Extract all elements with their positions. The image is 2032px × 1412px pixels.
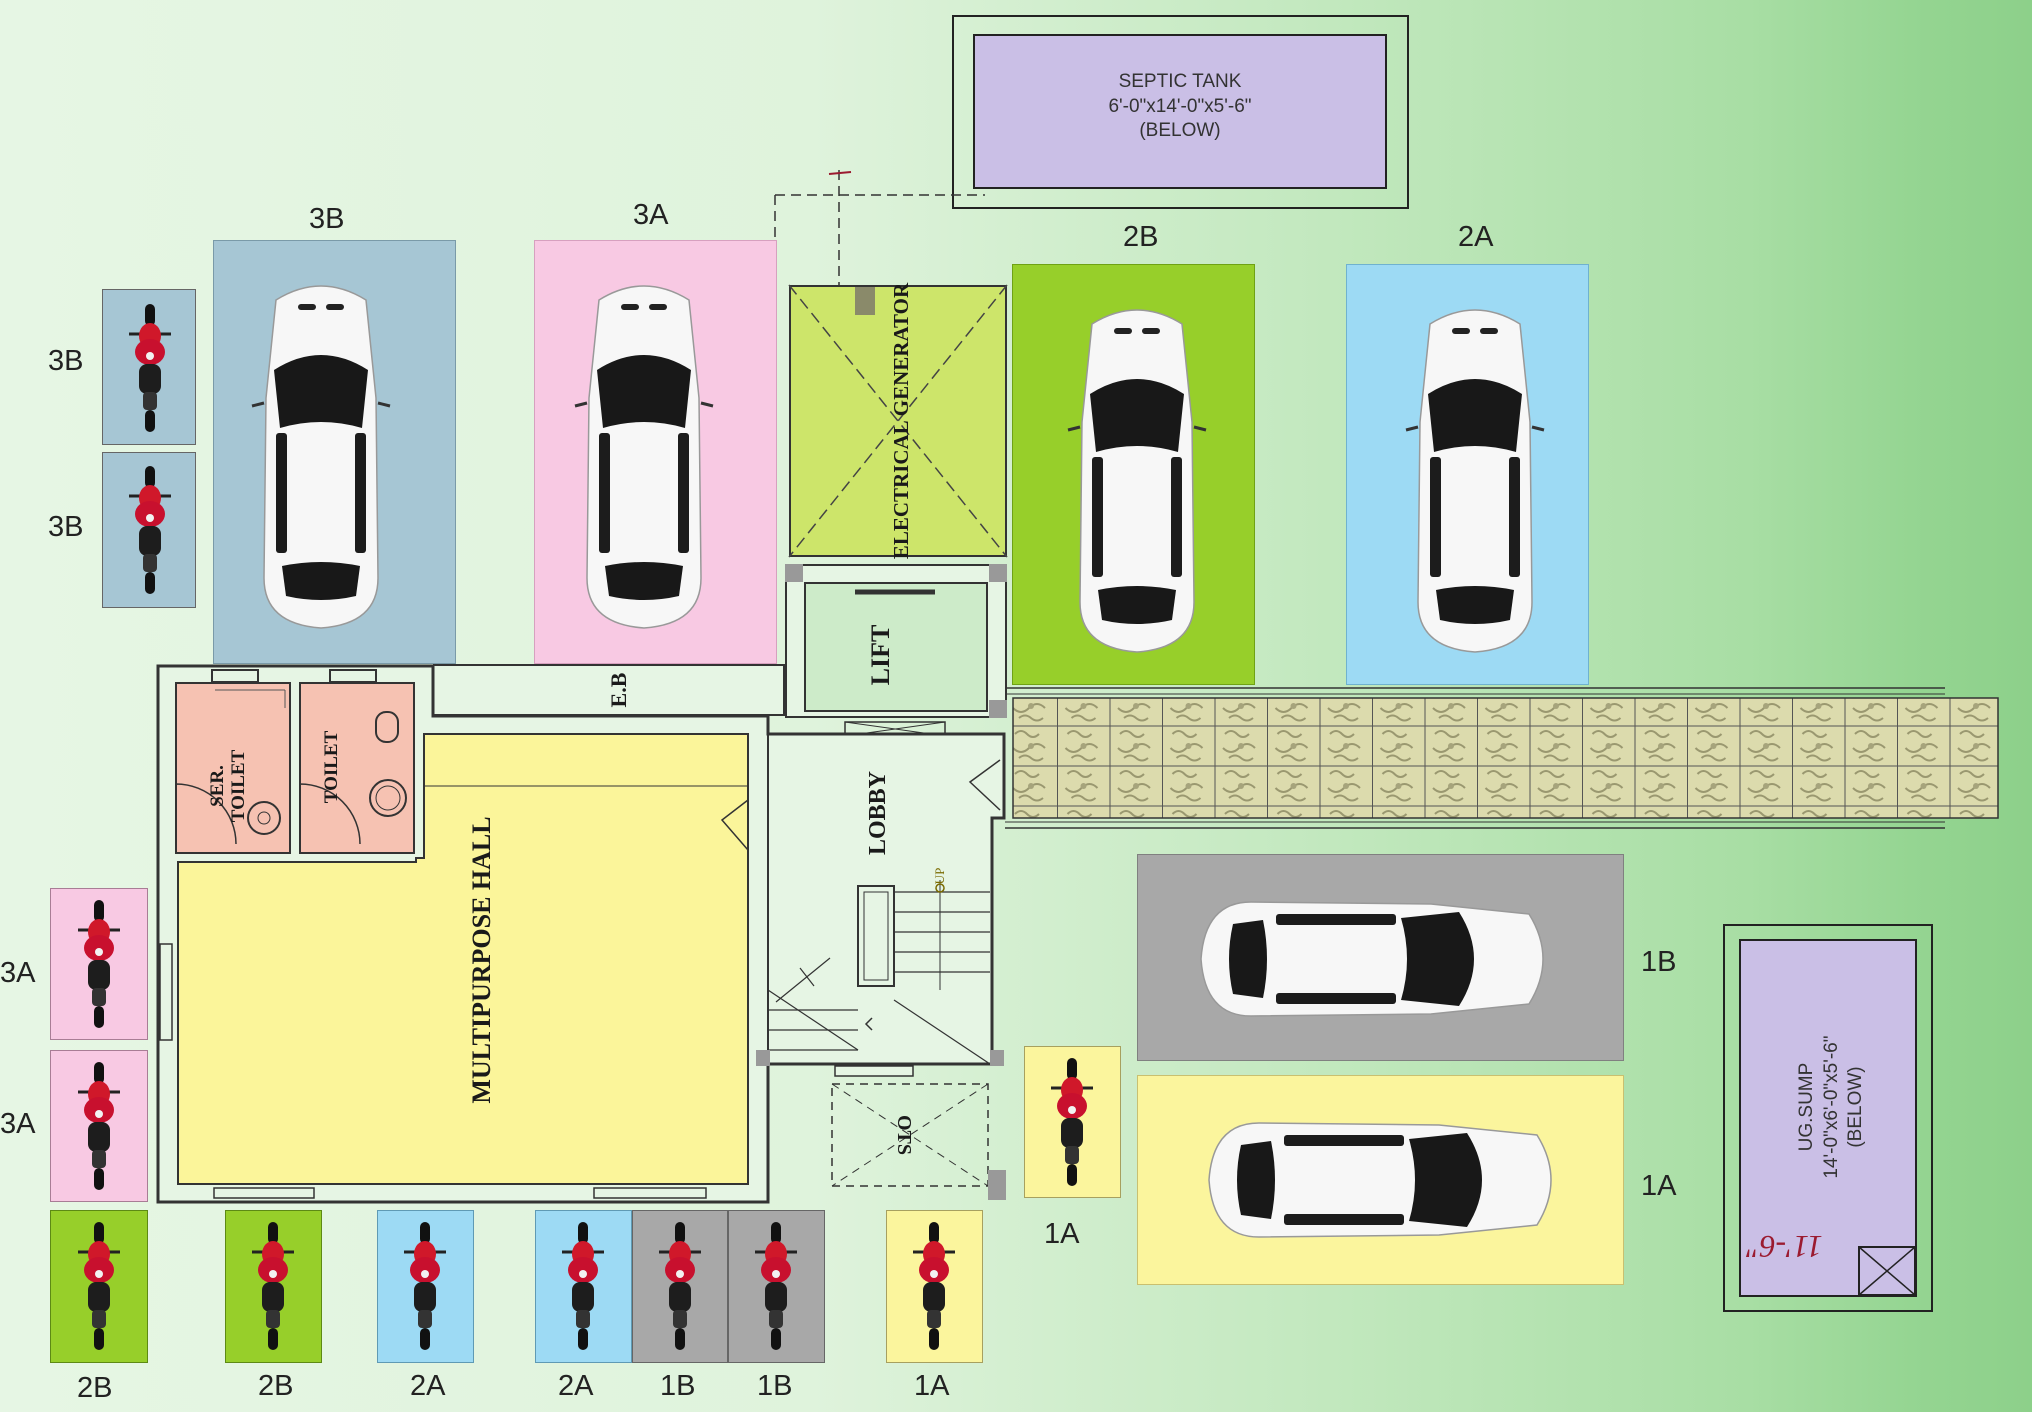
- septic-tank: SEPTIC TANK 6'-0"x14'-0"x5'-6" (BELOW): [973, 34, 1387, 189]
- ots-shaft: [831, 1083, 989, 1187]
- bike-slot-label: 2B: [77, 1372, 113, 1404]
- septic-tank-note: SEPTIC TANK 6'-0"x14'-0"x5'-6" (BELOW): [975, 70, 1385, 144]
- bike-slot-label: 2A: [410, 1370, 446, 1402]
- car-slot-label: 2A: [1458, 221, 1494, 253]
- lift-wall-hatch: [989, 700, 1007, 718]
- ug-sump-title: UG.SUMP: [1795, 1062, 1817, 1152]
- ug-sump-dimension: 14'-0"x6'-0"x5'-6": [1820, 1035, 1842, 1179]
- car-slot-label: 1B: [1641, 946, 1677, 978]
- toilet-fixtures: [175, 669, 407, 845]
- ug-sump-below: (BELOW): [1845, 1066, 1867, 1148]
- car-icon: [251, 285, 391, 629]
- motorcycle-icon: [659, 1222, 701, 1350]
- motorcycle-icon: [913, 1222, 955, 1350]
- motorcycle-icon: [78, 1062, 120, 1190]
- dimension-mark: 11'-6": [1746, 1229, 1823, 1265]
- septic-tank-title: SEPTIC TANK: [1118, 71, 1242, 92]
- lobby-label: LOBBY: [865, 770, 891, 856]
- bike-slot-label: 2B: [258, 1370, 294, 1402]
- bike-slot-label: 1A: [914, 1370, 950, 1402]
- driveway-paving: [1005, 687, 1999, 829]
- septic-tank-below: (BELOW): [1139, 120, 1221, 142]
- car-slot-label: 3A: [633, 199, 669, 231]
- motorcycle-icon: [562, 1222, 604, 1350]
- motorcycle-icon: [129, 304, 171, 432]
- motorcycle-icon: [78, 900, 120, 1028]
- motorcycle-icon: [78, 1222, 120, 1350]
- lift-wall-hatch: [989, 564, 1007, 582]
- car-icon: [1067, 309, 1207, 653]
- bike-slot-label: 1A: [1044, 1218, 1080, 1250]
- septic-tank-dimension: 6'-0"x14'-0"x5'-6": [1108, 95, 1252, 117]
- lift-car: [804, 582, 988, 712]
- bike-slot-label: 2A: [558, 1370, 594, 1402]
- ots-hatch: [988, 1170, 1006, 1200]
- motorcycle-icon: [404, 1222, 446, 1350]
- ug-sump-note: UG.SUMP 14'-0"x6'-0"x5'-6" (BELOW): [1795, 1007, 1869, 1207]
- car-icon: [574, 285, 714, 629]
- car-slot-label: 1A: [1641, 1170, 1677, 1202]
- septic-tank-outline: [952, 15, 1409, 209]
- motorcycle-icon: [1051, 1058, 1093, 1186]
- bike-slot-label: 3B: [48, 345, 84, 377]
- corner-text-fragment: ᴴᴸᴸ: [0, 0, 29, 13]
- bike-slot-label: 3A: [0, 957, 36, 989]
- bike-slot-label: 1B: [660, 1370, 696, 1402]
- ug-sump-outline: [1723, 924, 1933, 1312]
- ots-label: OTS: [893, 1114, 915, 1156]
- stairs-up-label: UP: [932, 867, 947, 885]
- car-slot-label: 2B: [1123, 221, 1159, 253]
- car-slot-label: 3B: [309, 203, 345, 235]
- lift-wall-hatch: [785, 564, 803, 582]
- motorcycle-icon: [755, 1222, 797, 1350]
- ug-sump-manhole-icon: [1858, 1246, 1916, 1296]
- bike-slot-label: 3A: [0, 1108, 36, 1140]
- car-icon: [1208, 1122, 1552, 1238]
- motorcycle-icon: [252, 1222, 294, 1350]
- ug-sump: [1739, 939, 1917, 1297]
- car-icon: [1405, 309, 1545, 653]
- bike-slot-label: 3B: [48, 511, 84, 543]
- eb-room: [433, 664, 785, 716]
- bike-slot-label: 1B: [757, 1370, 793, 1402]
- generator-cross-lines: [788, 284, 1008, 558]
- motorcycle-icon: [129, 466, 171, 594]
- car-icon: [1200, 901, 1544, 1017]
